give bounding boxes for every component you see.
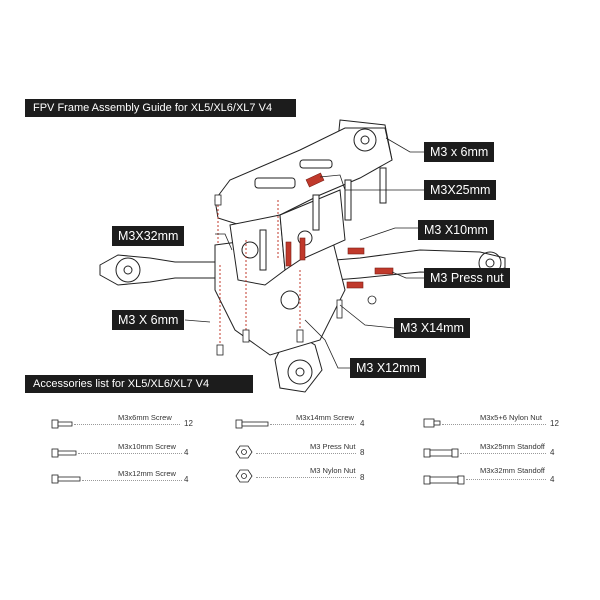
screw [216, 344, 224, 356]
accessory-qty: 4 [360, 419, 365, 428]
callout-m3x12: M3 X12mm [350, 358, 426, 378]
standoff [344, 179, 352, 221]
assembly-guide-title: FPV Frame Assembly Guide for XL5/XL6/XL7… [25, 99, 296, 117]
standoff-icon [423, 475, 465, 485]
accessory-name: M3 Nylon Nut [310, 466, 356, 475]
accessories-title: Accessories list for XL5/XL6/XL7 V4 [25, 375, 253, 393]
standoff [379, 167, 387, 204]
screw-icon [51, 419, 73, 429]
accessory-name: M3x32mm Standoff [480, 466, 545, 475]
accessory-qty: 4 [550, 448, 555, 457]
accessory-qty: 4 [184, 475, 189, 484]
screw [296, 329, 304, 343]
screw [214, 194, 222, 206]
screw-icon [51, 448, 77, 458]
motor-mount [287, 359, 313, 385]
accessory-name: M3x12mm Screw [118, 469, 176, 478]
nylon-nut-icon [235, 469, 253, 483]
screw-icon [51, 474, 81, 484]
hardware-press-nut-red [347, 247, 365, 255]
screw [336, 299, 343, 319]
nylon-standoff-icon [423, 418, 441, 428]
nylon-nut [367, 295, 377, 305]
callout-m3x14: M3 X14mm [394, 318, 470, 338]
callout-m3x25: M3X25mm [424, 180, 497, 200]
accessory-qty: 8 [360, 473, 365, 482]
accessory-name: M3x5+6 Nylon Nut [480, 413, 542, 422]
accessory-name: M3x10mm Screw [118, 442, 176, 451]
callout-m3x6-left: M3 X 6mm [112, 310, 185, 330]
accessory-name: M3x25mm Standoff [480, 442, 545, 451]
motor-mount [353, 128, 377, 152]
callout-press-nut: M3 Press nut [424, 268, 510, 288]
accessory-qty: 12 [184, 419, 193, 428]
screw-icon [235, 419, 269, 429]
accessory-name: M3x14mm Screw [296, 413, 354, 422]
standoff [312, 194, 320, 231]
accessory-qty: 12 [550, 419, 559, 428]
hardware-press-nut-red [346, 281, 364, 289]
screw [242, 329, 250, 343]
callout-m3x32: M3X32mm [112, 226, 185, 246]
hardware-standoff-red [285, 241, 292, 267]
standoff [259, 229, 267, 271]
hardware-press-nut-red [374, 267, 394, 275]
press-nut-icon [235, 445, 253, 459]
callout-m3x6-top: M3 x 6mm [424, 142, 495, 162]
accessory-name: M3 Press Nut [310, 442, 356, 451]
motor-mount [115, 257, 141, 283]
accessory-qty: 4 [550, 475, 555, 484]
accessory-name: M3x6mm Screw [118, 413, 172, 422]
callout-m3x10: M3 X10mm [418, 220, 494, 240]
accessory-qty: 8 [360, 448, 365, 457]
standoff-icon [423, 448, 459, 458]
hardware-standoff-red [299, 237, 306, 261]
accessory-qty: 4 [184, 448, 189, 457]
